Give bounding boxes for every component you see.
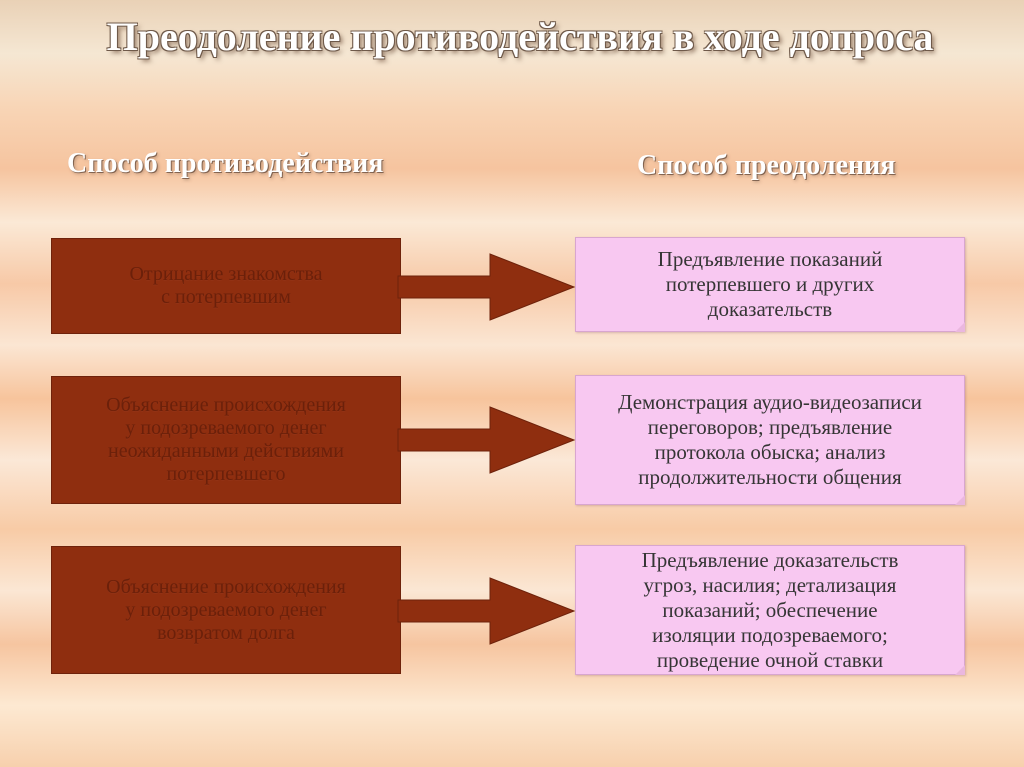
counteraction-box: Отрицание знакомства с потерпевшим (51, 238, 401, 334)
overcoming-box: Демонстрация аудио-видеозаписи переговор… (575, 375, 965, 505)
counteraction-box: Объяснение происхождения у подозреваемог… (51, 546, 401, 674)
counteraction-text: Объяснение происхождения у подозреваемог… (106, 575, 346, 644)
overcoming-text: Предъявление доказательств угроз, насили… (641, 547, 899, 672)
counteraction-text: Отрицание знакомства с потерпевшим (129, 263, 323, 308)
right-arrow-icon (397, 577, 576, 645)
counteraction-text: Объяснение происхождения у подозреваемог… (106, 394, 346, 485)
column-header-overcoming: Способ преодоления (637, 150, 896, 181)
right-arrow-icon (397, 253, 576, 321)
overcoming-text: Демонстрация аудио-видеозаписи переговор… (618, 390, 922, 489)
counteraction-box: Объяснение происхождения у подозреваемог… (51, 376, 401, 504)
overcoming-box: Предъявление показаний потерпевшего и др… (575, 237, 965, 332)
slide-title: Преодоление противодействия в ходе допро… (106, 14, 934, 59)
right-arrow-icon (397, 406, 576, 474)
overcoming-box: Предъявление доказательств угроз, насили… (575, 545, 965, 675)
column-header-counteraction: Способ противодействия (67, 148, 384, 179)
overcoming-text: Предъявление показаний потерпевшего и др… (657, 247, 883, 321)
